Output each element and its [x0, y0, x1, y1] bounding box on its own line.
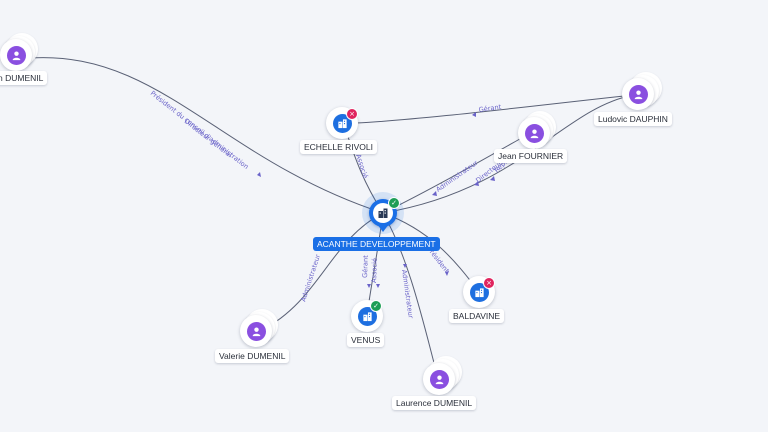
node-label: ECHELLE RIVOLI — [300, 140, 377, 154]
edge-arrow — [432, 191, 437, 196]
building-icon — [373, 203, 393, 223]
node-label: VENUS — [347, 333, 385, 347]
edge-arrow — [367, 284, 371, 288]
building-icon — [357, 306, 377, 326]
edge-label: Administrateur — [400, 269, 415, 319]
person-icon — [6, 45, 26, 65]
node-circle — [423, 363, 455, 395]
person-icon — [429, 369, 449, 389]
node-label: Valerie DUMENIL — [215, 349, 290, 363]
edge-arrow — [490, 176, 495, 181]
node-circle — [622, 78, 654, 110]
node-label: Laurence DUMENIL — [392, 396, 477, 410]
edge-arrow — [445, 271, 449, 276]
active-status-icon: ✓ — [388, 197, 400, 209]
person-icon — [246, 321, 266, 341]
node-circle — [463, 276, 495, 308]
node-label: Jean FOURNIER — [494, 149, 568, 163]
edge-ludovic-echelle — [355, 94, 634, 124]
node-circle — [518, 117, 550, 149]
edge-arrow — [472, 112, 476, 117]
node-circle — [240, 315, 272, 347]
node-circle — [326, 107, 358, 139]
node-circle — [0, 39, 32, 71]
person-icon — [524, 123, 544, 143]
closed-status-icon: × — [483, 277, 495, 289]
building-icon — [332, 113, 352, 133]
center-label: ACANTHE DEVELOPPEMENT — [313, 237, 440, 251]
node-label: n DUMENIL — [0, 71, 48, 85]
person-icon — [628, 84, 648, 104]
active-status-icon: ✓ — [370, 300, 382, 312]
edge-arrow — [376, 284, 380, 288]
edge-label: Directeur général — [183, 117, 234, 159]
edge-arrow — [403, 264, 407, 268]
node-label: Ludovic DAUPHIN — [594, 112, 672, 126]
closed-status-icon: × — [346, 108, 358, 120]
edge-label: Gérant — [361, 255, 370, 278]
edge-arrow — [257, 172, 261, 177]
edge-label: Associé — [370, 258, 379, 283]
node-label: BALDAVINE — [449, 309, 505, 323]
edge-valerie — [261, 212, 384, 331]
edge-laurence — [382, 212, 439, 379]
edge-arrow — [474, 181, 479, 186]
pin-tip — [377, 224, 389, 232]
edge-top-left-person — [29, 57, 384, 214]
edge-label: Associé — [354, 153, 369, 179]
building-icon — [469, 282, 489, 302]
edge-label: Administrateur — [435, 159, 480, 194]
edge-label: Gérant — [478, 103, 502, 114]
